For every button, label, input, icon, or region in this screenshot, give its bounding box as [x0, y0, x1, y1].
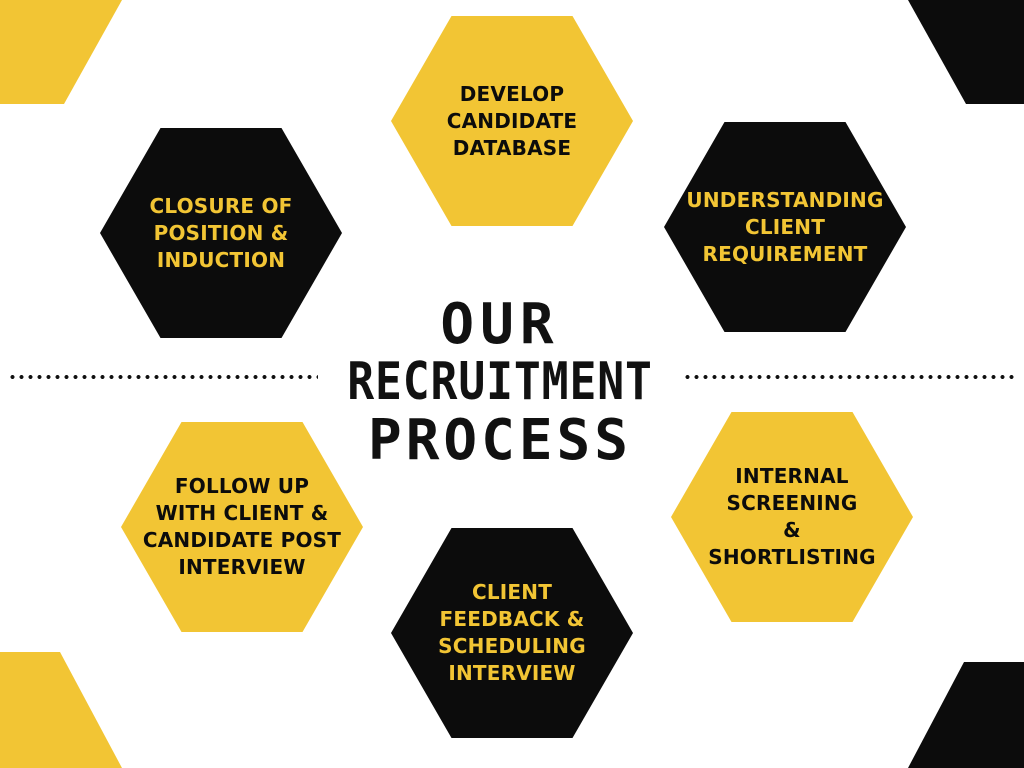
corner-shape-bottom-right: [908, 662, 1024, 768]
title-line-2: RECRUITMENT: [347, 352, 653, 412]
step-hexagon-develop-database: DEVELOP CANDIDATE DATABASE: [391, 16, 633, 226]
title-backdrop: [318, 360, 682, 402]
title-line-1: OUR: [440, 292, 560, 357]
title-line-3: PROCESS: [367, 408, 632, 473]
step-hexagon-client-feedback: CLIENT FEEDBACK & SCHEDULING INTERVIEW: [391, 528, 633, 738]
step-label: INTERNAL SCREENING & SHORTLISTING: [708, 464, 876, 569]
corner-shape-bottom-left: [0, 652, 122, 768]
step-label: FOLLOW UP WITH CLIENT & CANDIDATE POST I…: [142, 474, 342, 579]
diagram-title: OUR RECRUITMENT PROCESS: [300, 290, 700, 475]
corner-shape-top-left: [0, 0, 122, 104]
step-label: DEVELOP CANDIDATE DATABASE: [446, 81, 578, 160]
step-label: CLIENT FEEDBACK & SCHEDULING INTERVIEW: [438, 580, 586, 685]
step-hexagon-understanding-requirement: UNDERSTANDING CLIENT REQUIREMENT: [664, 122, 906, 332]
step-hexagon-internal-screening: INTERNAL SCREENING & SHORTLISTING: [671, 412, 913, 622]
corner-shape-top-right: [908, 0, 1024, 104]
step-label: CLOSURE OF POSITION & INDUCTION: [149, 193, 293, 272]
step-label: UNDERSTANDING CLIENT REQUIREMENT: [686, 187, 884, 266]
